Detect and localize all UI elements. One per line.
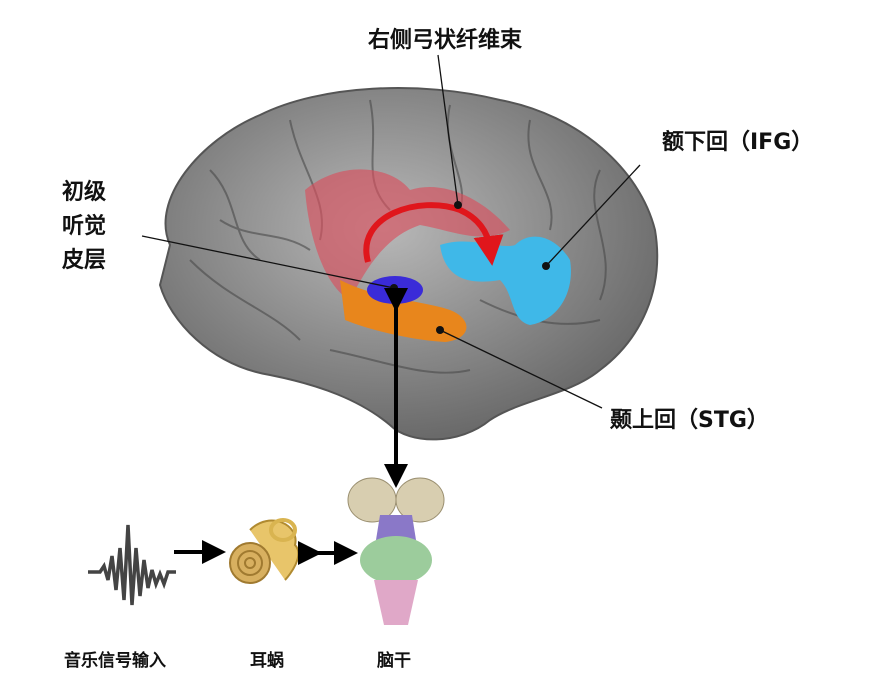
label-music-input: 音乐信号输入 bbox=[64, 651, 166, 671]
label-ifg: 额下回（IFG） bbox=[662, 130, 814, 155]
ifg-region bbox=[440, 236, 571, 325]
label-line: 皮层 bbox=[62, 248, 107, 273]
brain bbox=[158, 87, 659, 441]
label-cochlea: 耳蜗 bbox=[250, 651, 284, 671]
cochlea-icon bbox=[229, 518, 300, 584]
label-line: 初级 bbox=[62, 180, 107, 205]
brainstem-icon bbox=[347, 477, 445, 625]
label-stg: 颞上回（STG） bbox=[610, 408, 769, 433]
label-primary-auditory-cortex: 初级 听觉 皮层 bbox=[62, 176, 106, 278]
leader-lines bbox=[141, 54, 641, 409]
label-arcuate-fasciculus: 右侧弓状纤维束 bbox=[368, 28, 523, 53]
label-brainstem: 脑干 bbox=[377, 651, 411, 671]
arcuate-arrow bbox=[363, 202, 504, 266]
label-line: 听觉 bbox=[62, 214, 107, 239]
sound-wave-icon bbox=[88, 524, 176, 606]
